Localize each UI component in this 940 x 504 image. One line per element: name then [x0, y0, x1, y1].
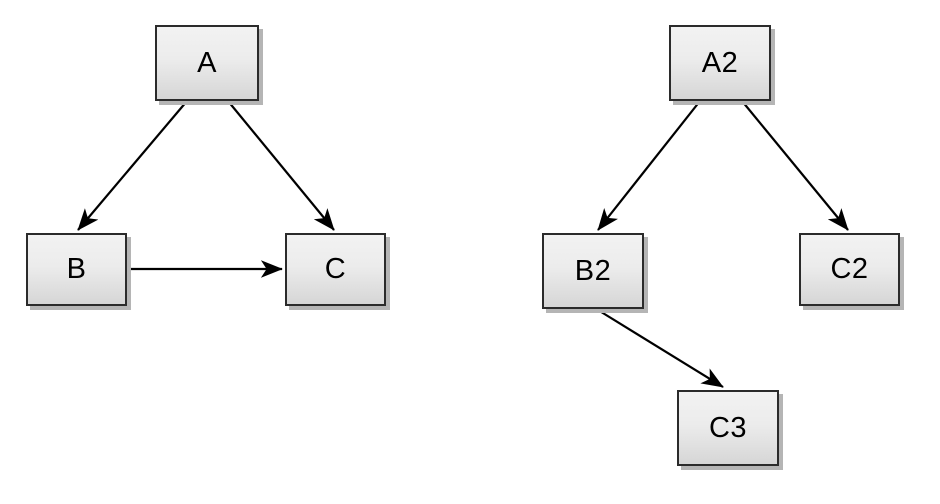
node-c[interactable]: C	[285, 233, 386, 306]
edges-group	[77, 100, 849, 388]
node-label-a2: A2	[701, 46, 739, 79]
node-c3[interactable]: C3	[677, 390, 779, 466]
edge-a2-to-c2	[741, 100, 849, 231]
node-a[interactable]: A	[155, 25, 259, 101]
node-label-a: A	[197, 46, 217, 79]
node-b[interactable]: B	[26, 233, 127, 306]
node-label-b: B	[66, 253, 87, 285]
node-label-b2: B2	[574, 254, 612, 287]
node-b2[interactable]: B2	[542, 233, 644, 309]
edge-b2-to-c3	[597, 309, 724, 388]
edge-a-to-c	[227, 100, 335, 231]
node-label-c2: C2	[830, 253, 869, 285]
node-label-c: C	[324, 253, 347, 285]
node-label-c3: C3	[708, 411, 748, 444]
node-a2[interactable]: A2	[669, 25, 771, 101]
edge-a-to-b	[77, 100, 188, 231]
edge-a2-to-b2	[597, 100, 701, 231]
node-c2[interactable]: C2	[799, 233, 900, 306]
